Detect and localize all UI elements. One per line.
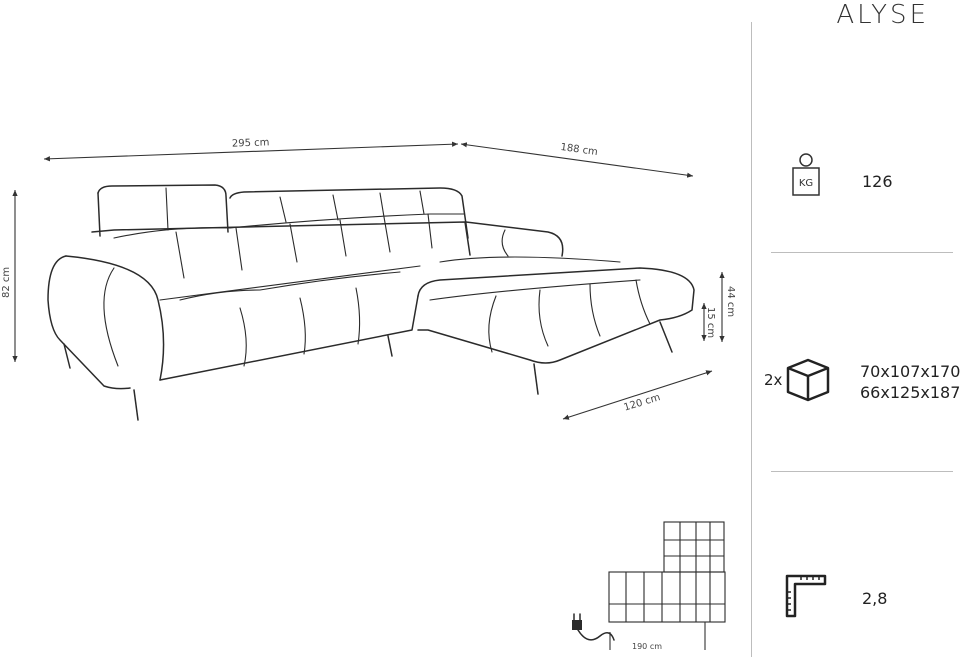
weight-value: 126 — [862, 172, 893, 191]
chaise-dimension-line — [562, 370, 713, 420]
weight-kg-icon: KG — [790, 150, 822, 196]
bed-width-label: 190 cm — [632, 642, 662, 651]
box-icon — [784, 356, 830, 402]
chaise-label: 120 cm — [623, 392, 662, 413]
bed-mode-diagram: 190 cm — [572, 521, 726, 651]
corner-ruler-icon — [785, 574, 827, 618]
leg-height-label: 15 cm — [705, 307, 716, 338]
brand-title: ALYSE — [836, 0, 929, 30]
sofa-outline — [47, 184, 695, 421]
width-label: 295 cm — [232, 137, 270, 149]
seat-height-label: 44 cm — [725, 286, 736, 317]
sofa-drawing: 295 cm 188 cm 82 cm 44 cm 15 cm 120 cm — [1, 137, 736, 651]
panel-divider — [751, 22, 752, 657]
shape-value: 2,8 — [862, 589, 888, 608]
package-sizes: 70x107x170 66x125x187 — [860, 361, 960, 403]
spec-divider — [771, 471, 953, 472]
package-size-2: 66x125x187 — [860, 383, 960, 402]
package-count: 2x — [764, 371, 783, 389]
weight-icon-text: KG — [799, 178, 813, 189]
width-dimension-line — [43, 141, 459, 162]
package-size-1: 70x107x170 — [860, 362, 960, 381]
spec-divider — [771, 252, 953, 253]
depth-label: 188 cm — [560, 142, 599, 158]
depth-dimension-line — [460, 142, 694, 178]
height-label: 82 cm — [1, 267, 12, 298]
